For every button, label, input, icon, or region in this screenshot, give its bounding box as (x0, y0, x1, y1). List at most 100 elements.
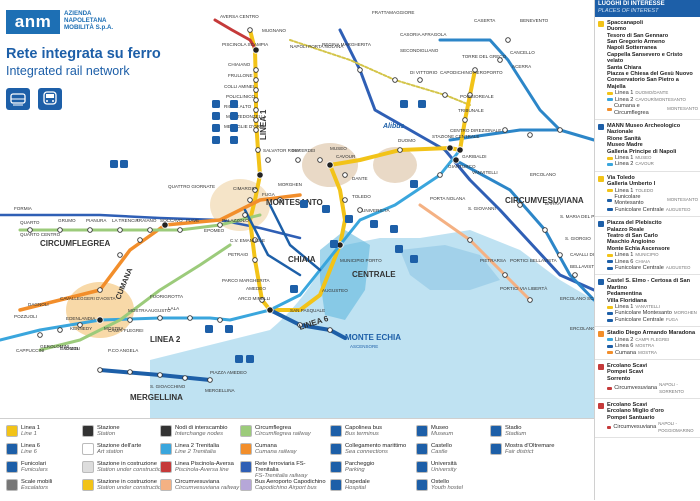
poi-map-icon[interactable] (345, 215, 353, 223)
station-dot[interactable] (357, 207, 363, 213)
poi-map-icon[interactable] (230, 112, 238, 120)
station-dot[interactable] (327, 327, 333, 333)
poi-map-icon[interactable] (230, 124, 238, 132)
station-dot[interactable] (217, 222, 223, 228)
station-dot[interactable] (87, 227, 93, 233)
poi-map-icon[interactable] (400, 100, 408, 108)
station-dot[interactable] (255, 147, 261, 153)
station-dot[interactable] (97, 367, 103, 373)
station-dot[interactable] (342, 172, 348, 178)
station-dot[interactable] (127, 317, 133, 323)
station-dot[interactable] (253, 77, 259, 83)
station-dot[interactable] (342, 197, 348, 203)
station-dot[interactable] (527, 132, 533, 138)
station-dot[interactable] (502, 127, 508, 133)
station-dot[interactable] (147, 227, 153, 233)
poi-map-icon[interactable] (410, 180, 418, 188)
station-dot[interactable] (502, 272, 508, 278)
station-dot[interactable] (253, 107, 259, 113)
poi-map-icon[interactable] (212, 100, 220, 108)
poi-map-icon[interactable] (230, 136, 238, 144)
station-dot[interactable] (127, 369, 133, 375)
station-dot[interactable] (217, 317, 223, 323)
station-dot[interactable] (27, 227, 33, 233)
station-dot[interactable] (117, 227, 123, 233)
poi-map-icon[interactable] (225, 325, 233, 333)
station-dot[interactable] (297, 322, 303, 328)
interchange-node[interactable] (452, 156, 460, 164)
station-dot[interactable] (557, 252, 563, 258)
station-dot[interactable] (247, 27, 253, 33)
station-dot[interactable] (97, 287, 103, 293)
station-dot[interactable] (253, 67, 259, 73)
station-dot[interactable] (442, 92, 448, 98)
station-dot[interactable] (157, 372, 163, 378)
poi-map-icon[interactable] (370, 220, 378, 228)
station-dot[interactable] (57, 327, 63, 333)
station-dot[interactable] (357, 67, 363, 73)
poi-map-icon[interactable] (390, 225, 398, 233)
poi-map-icon[interactable] (410, 255, 418, 263)
station-dot[interactable] (177, 227, 183, 233)
station-dot[interactable] (137, 237, 143, 243)
station-dot[interactable] (253, 117, 259, 123)
poi-map-icon[interactable] (300, 200, 308, 208)
interchange-node[interactable] (456, 146, 464, 154)
poi-map-icon[interactable] (120, 160, 128, 168)
station-dot[interactable] (57, 227, 63, 233)
station-dot[interactable] (253, 97, 259, 103)
station-dot[interactable] (253, 127, 259, 133)
poi-map-icon[interactable] (395, 245, 403, 253)
station-dot[interactable] (252, 237, 258, 243)
station-dot[interactable] (77, 322, 83, 328)
interchange-node[interactable] (326, 161, 334, 169)
interchange-node[interactable] (256, 171, 264, 179)
station-dot[interactable] (252, 257, 258, 263)
station-dot[interactable] (37, 332, 43, 338)
station-dot[interactable] (117, 252, 123, 258)
station-dot[interactable] (392, 77, 398, 83)
poi-map-icon[interactable] (205, 325, 213, 333)
poi-map-icon[interactable] (330, 240, 338, 248)
interchange-node[interactable] (161, 221, 169, 229)
station-dot[interactable] (265, 157, 271, 163)
station-dot[interactable] (542, 227, 548, 233)
station-dot[interactable] (157, 315, 163, 321)
station-dot[interactable] (467, 92, 473, 98)
station-dot[interactable] (182, 375, 188, 381)
poi-map-icon[interactable] (212, 124, 220, 132)
station-dot[interactable] (277, 197, 283, 203)
poi-map-icon[interactable] (235, 355, 243, 363)
poi-map-icon[interactable] (230, 100, 238, 108)
station-dot[interactable] (207, 377, 213, 383)
station-dot[interactable] (517, 202, 523, 208)
station-dot[interactable] (187, 315, 193, 321)
station-dot[interactable] (242, 212, 248, 218)
station-dot[interactable] (417, 77, 423, 83)
interchange-node[interactable] (96, 316, 104, 324)
interchange-node[interactable] (266, 306, 274, 314)
station-dot[interactable] (397, 147, 403, 153)
station-dot[interactable] (295, 157, 301, 163)
station-dot[interactable] (557, 127, 563, 133)
station-dot[interactable] (437, 172, 443, 178)
station-dot[interactable] (572, 272, 578, 278)
station-dot[interactable] (462, 117, 468, 123)
station-dot[interactable] (317, 157, 323, 163)
station-dot[interactable] (497, 57, 503, 63)
station-dot[interactable] (247, 197, 253, 203)
poi-map-icon[interactable] (322, 205, 330, 213)
interchange-node[interactable] (446, 144, 454, 152)
station-dot[interactable] (252, 187, 258, 193)
station-dot[interactable] (527, 297, 533, 303)
station-dot[interactable] (472, 67, 478, 73)
poi-map-icon[interactable] (290, 285, 298, 293)
station-dot[interactable] (259, 297, 265, 303)
poi-map-icon[interactable] (212, 136, 220, 144)
poi-map-icon[interactable] (418, 100, 426, 108)
poi-map-icon[interactable] (212, 112, 220, 120)
station-dot[interactable] (467, 237, 473, 243)
station-dot[interactable] (253, 87, 259, 93)
station-dot[interactable] (505, 37, 511, 43)
poi-map-icon[interactable] (246, 355, 254, 363)
